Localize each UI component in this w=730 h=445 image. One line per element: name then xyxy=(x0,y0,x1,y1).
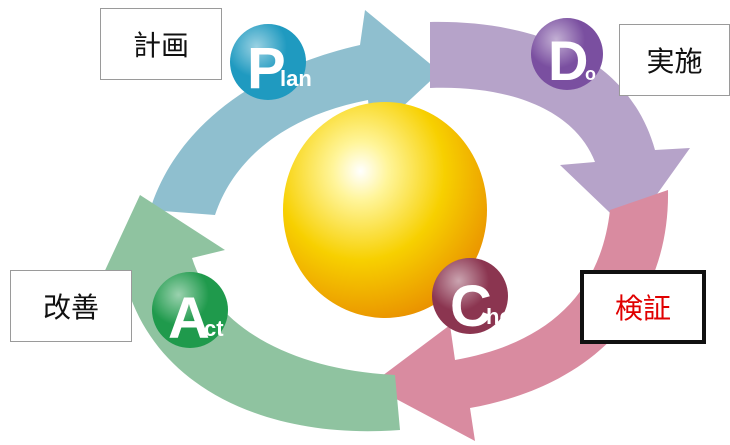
check-label: 検証 xyxy=(614,292,671,325)
check-label-box: 検証 xyxy=(580,270,706,344)
check-initial: C xyxy=(450,274,492,339)
check-badge: C heck xyxy=(432,258,537,339)
do-badge: D o xyxy=(531,18,603,92)
plan-rest: lan xyxy=(280,66,312,91)
act-label: 改善 xyxy=(42,291,99,324)
check-arrow xyxy=(370,190,669,441)
center-sphere xyxy=(283,102,487,318)
plan-initial: P xyxy=(247,36,286,101)
act-arrow xyxy=(95,195,400,432)
act-label-box: 改善 xyxy=(10,270,132,342)
plan-arrow xyxy=(150,10,440,215)
plan-badge: P lan xyxy=(230,24,312,101)
act-initial: A xyxy=(168,286,210,351)
do-rest: o xyxy=(585,64,596,84)
check-rest: heck xyxy=(486,304,537,329)
act-badge: A ct xyxy=(152,272,228,351)
do-initial: D xyxy=(548,29,588,92)
do-label: 実施 xyxy=(646,45,703,78)
act-rest: ct xyxy=(204,316,224,341)
do-label-box: 実施 xyxy=(619,24,730,96)
plan-label-box: 計画 xyxy=(100,8,222,80)
plan-label: 計画 xyxy=(132,29,189,62)
do-arrow xyxy=(430,21,690,232)
